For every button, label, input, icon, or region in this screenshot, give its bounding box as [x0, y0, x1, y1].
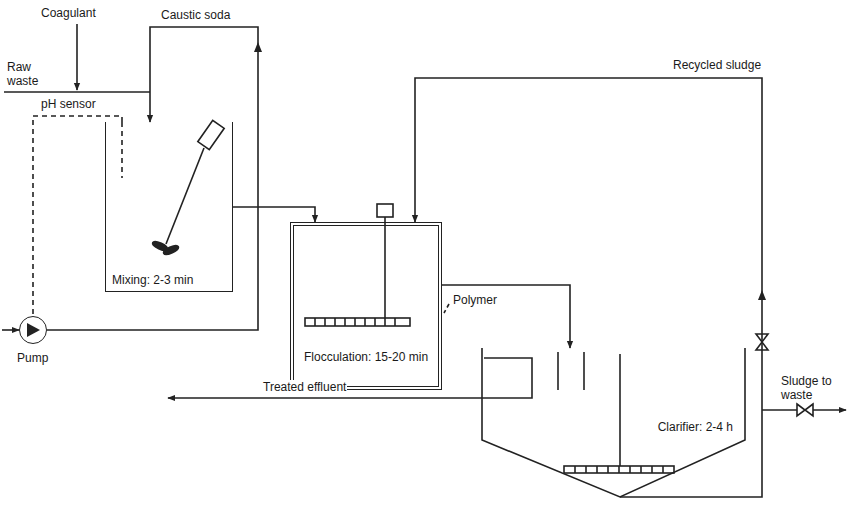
node-label: Pump — [17, 351, 48, 365]
node-label: Flocculation: 15-20 min — [304, 350, 428, 364]
output-label: Sludge to waste — [780, 374, 844, 402]
coagulant-line — [76, 24, 78, 90]
edge-label: Recycled sludge — [672, 58, 762, 72]
input-label: Caustic soda — [160, 8, 231, 22]
mixer — [151, 120, 224, 256]
pipe-connector — [233, 207, 315, 222]
pipe-connector — [442, 285, 570, 348]
pump: Pump — [19, 316, 47, 344]
pump-inlet — [2, 329, 19, 331]
clarifier: Clarifier: 2-4 h — [482, 348, 745, 497]
pipe-connector — [415, 78, 762, 497]
effluent-line — [168, 358, 532, 398]
mixing-tank: Mixing: 2-3 min — [105, 122, 233, 292]
edge-label: pH sensor — [40, 97, 97, 111]
ph-probe — [121, 122, 123, 178]
flocculation-tank: Flocculation: 15-20 min — [290, 222, 442, 390]
clarifier-shape — [482, 348, 745, 497]
signal-line — [33, 116, 122, 316]
node-label: Clarifier: 2-4 h — [658, 420, 733, 434]
output-label: Treated effluent — [262, 380, 347, 394]
clarifier-internals — [558, 352, 674, 473]
raw-waste-line — [4, 91, 150, 93]
input-label: Coagulant — [40, 6, 97, 20]
polymer-line — [444, 304, 449, 313]
node-label: Mixing: 2-3 min — [112, 273, 193, 287]
input-label: Polymer — [452, 293, 498, 307]
input-label: Raw waste — [6, 60, 48, 88]
pump-symbol — [27, 323, 40, 337]
pipe-connector — [47, 27, 258, 330]
